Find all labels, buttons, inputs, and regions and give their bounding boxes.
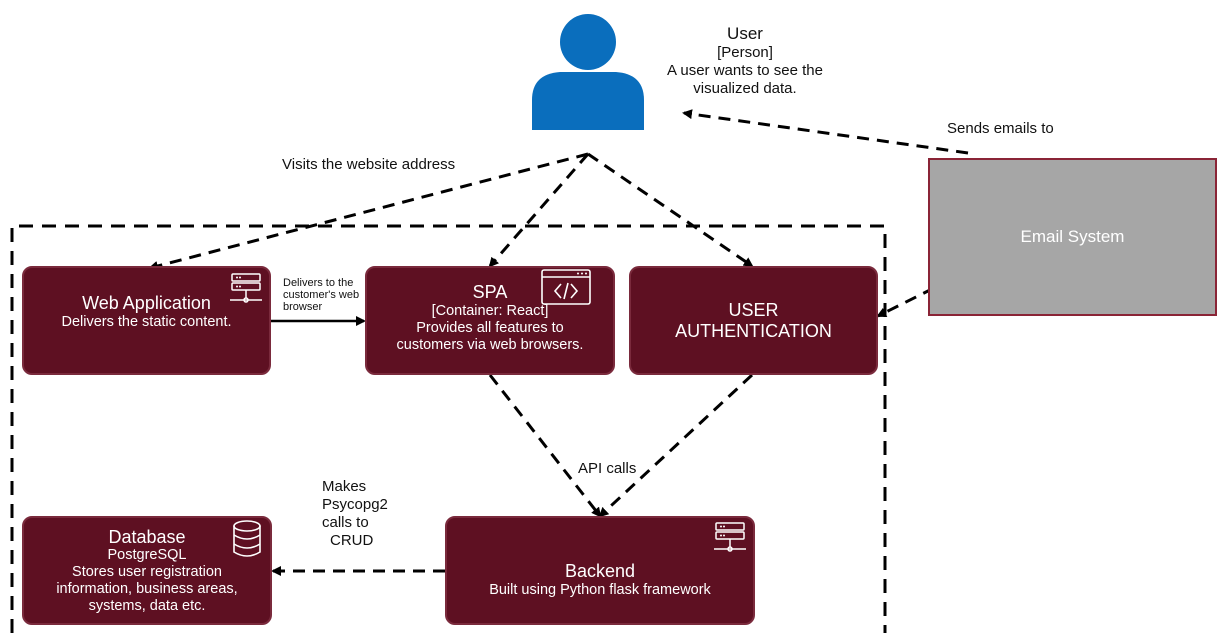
user-title: User	[727, 24, 763, 43]
auth-line1: USER	[728, 299, 779, 320]
spa-desc-line2: customers via web browsers.	[396, 336, 584, 353]
label-sends-emails: Sends emails to	[947, 120, 1054, 137]
person-icon	[532, 14, 644, 130]
arrow-auth-to-backend	[598, 373, 754, 518]
arrow-email-to-user	[682, 109, 969, 155]
web-application-desc: Delivers the static content.	[61, 313, 232, 330]
user-type: [Person]	[717, 44, 773, 61]
label-delivers: Delivers to the customer's web browser	[283, 277, 359, 313]
database-desc-line2: information, business areas,	[56, 581, 238, 597]
web-application-container[interactable]: Web Application Delivers the static cont…	[22, 266, 271, 375]
label-delivers-line3: browser	[283, 301, 323, 313]
user-desc-line1: A user wants to see the	[667, 62, 823, 79]
email-system-label: Email System	[1020, 227, 1125, 246]
database-desc-line1: Stores user registration	[72, 564, 222, 580]
user-desc-line2: visualized data.	[693, 80, 797, 97]
label-visits-website: Visits the website address	[282, 156, 456, 173]
database-container[interactable]: Database PostgreSQL Stores user registra…	[22, 516, 272, 625]
user-authentication-container[interactable]: USER AUTHENTICATION	[629, 266, 878, 375]
label-api-calls: API calls	[576, 460, 639, 478]
spa-desc-line1: Provides all features to	[416, 319, 564, 336]
label-delivers-line1: Delivers to the	[283, 277, 354, 289]
backend-desc: Built using Python flask framework	[489, 581, 711, 598]
code-window-icon	[541, 269, 591, 305]
label-makes-line4: CRUD	[330, 532, 374, 549]
spa-title: SPA	[472, 281, 508, 302]
arrow-user-to-spa	[488, 153, 590, 268]
arrow-user-to-webapp	[148, 152, 589, 271]
server-icon	[230, 273, 262, 303]
auth-line2: AUTHENTICATION	[675, 320, 832, 341]
backend-title: Backend	[564, 560, 636, 581]
database-title: Database	[108, 527, 186, 547]
database-icon	[233, 520, 261, 557]
label-makes-line2: Psycopg2	[322, 496, 388, 513]
spa-container[interactable]: SPA [Container: React] Provides all feat…	[365, 266, 615, 375]
database-type: PostgreSQL	[107, 547, 187, 563]
system-boundary	[10, 224, 887, 633]
label-makes-calls: Makes Psycopg2 calls to CRUD	[322, 478, 388, 550]
web-application-title: Web Application	[82, 292, 211, 313]
user-label: User [Person] A user wants to see the vi…	[650, 24, 840, 98]
spa-type: [Container: React]	[431, 302, 549, 319]
label-makes-line1: Makes	[322, 478, 367, 495]
database-desc-line3: systems, data etc.	[88, 598, 206, 614]
arrow-spa-to-backend	[488, 374, 602, 518]
arrow-user-to-auth	[587, 152, 754, 268]
backend-container[interactable]: Backend Built using Python flask framewo…	[445, 516, 755, 625]
email-system-external[interactable]: Email System	[928, 158, 1217, 316]
label-makes-line3: calls to	[322, 514, 369, 531]
label-delivers-line2: customer's web	[283, 289, 360, 301]
arrow-email-to-auth	[876, 286, 935, 318]
server-icon	[714, 522, 746, 552]
